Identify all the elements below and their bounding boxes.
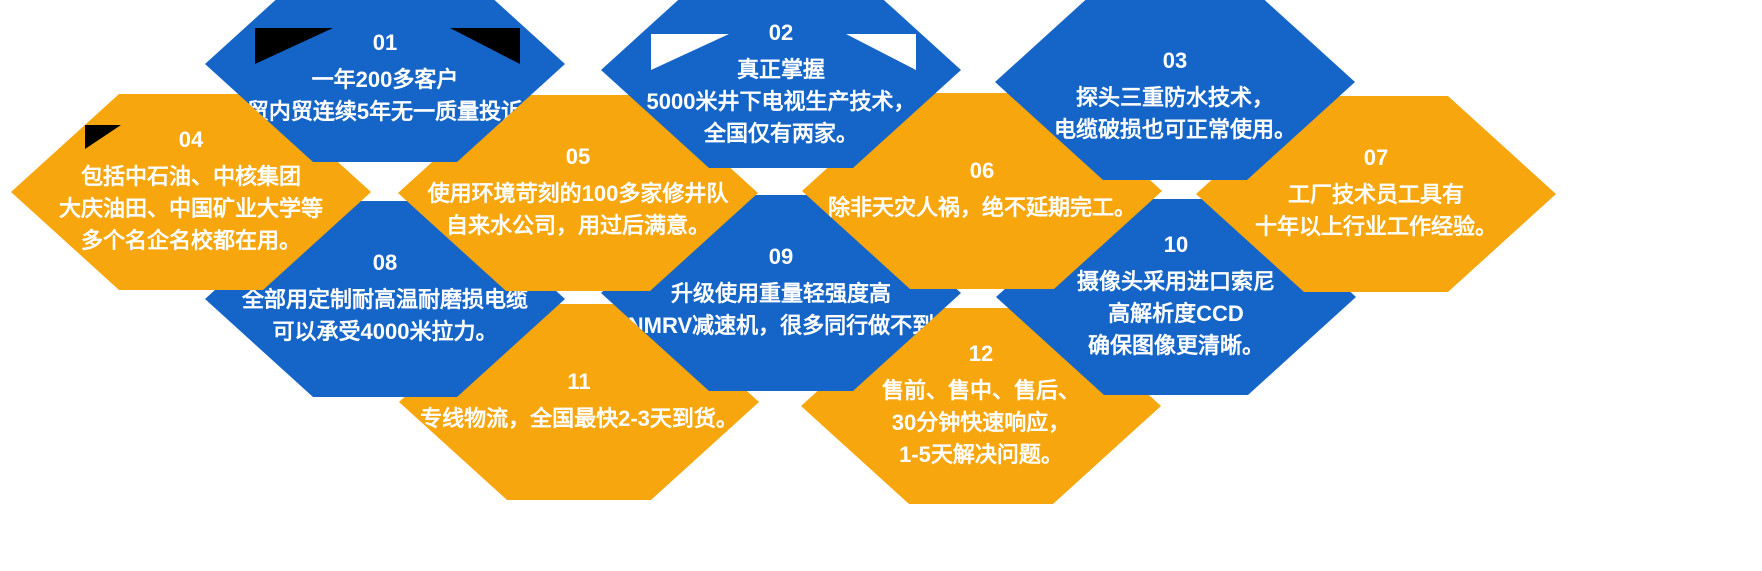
- item-number: 11: [567, 369, 591, 394]
- item-text: 全部用定制耐高温耐磨损电缆 可以承受4000米拉力。: [241, 287, 528, 344]
- item-text: 升级使用重量轻强度高 的NMRV减速机，很多同行做不到。: [605, 281, 957, 338]
- item-number: 05: [565, 144, 591, 169]
- item-text: 使用环境苛刻的100多家修井队 自来水公司，用过后满意。: [427, 181, 729, 238]
- item-text: 摄像头采用进口索尼 高解析度CCD 确保图像更清晰。: [1076, 269, 1275, 358]
- item-number: 07: [1363, 145, 1389, 170]
- item-text: 一年200多客户 外贸内贸连续5年无一质量投诉。: [224, 67, 546, 124]
- item-text: 售前、售中、售后、 30分钟快速响应， 1-5天解决问题。: [881, 378, 1080, 467]
- item-number: 12: [968, 341, 994, 366]
- item-text: 真正掌握 5000米井下电视生产技术， 全国仅有两家。: [646, 57, 916, 146]
- item-text: 探头三重防水技术， 电缆破损也可正常使用。: [1053, 85, 1296, 142]
- item-text: 工厂技术员工具有 十年以上行业工作经验。: [1254, 182, 1497, 239]
- item-text: 除非天灾人祸，绝不延期完工。: [827, 195, 1136, 220]
- item-text: 包括中石油、中核集团 大庆油田、中国矿业大学等 多个名企名校都在用。: [58, 164, 323, 253]
- item-text: 专线物流，全国最快2-3天到货。: [420, 406, 738, 431]
- item-number: 06: [969, 158, 995, 183]
- item-number: 03: [1162, 48, 1188, 73]
- item-number: 01: [372, 30, 398, 55]
- item-number: 09: [768, 244, 794, 269]
- item-number: 04: [178, 127, 204, 152]
- item-number: 08: [372, 250, 398, 275]
- item-number: 10: [1163, 232, 1189, 257]
- item-number: 02: [768, 20, 794, 45]
